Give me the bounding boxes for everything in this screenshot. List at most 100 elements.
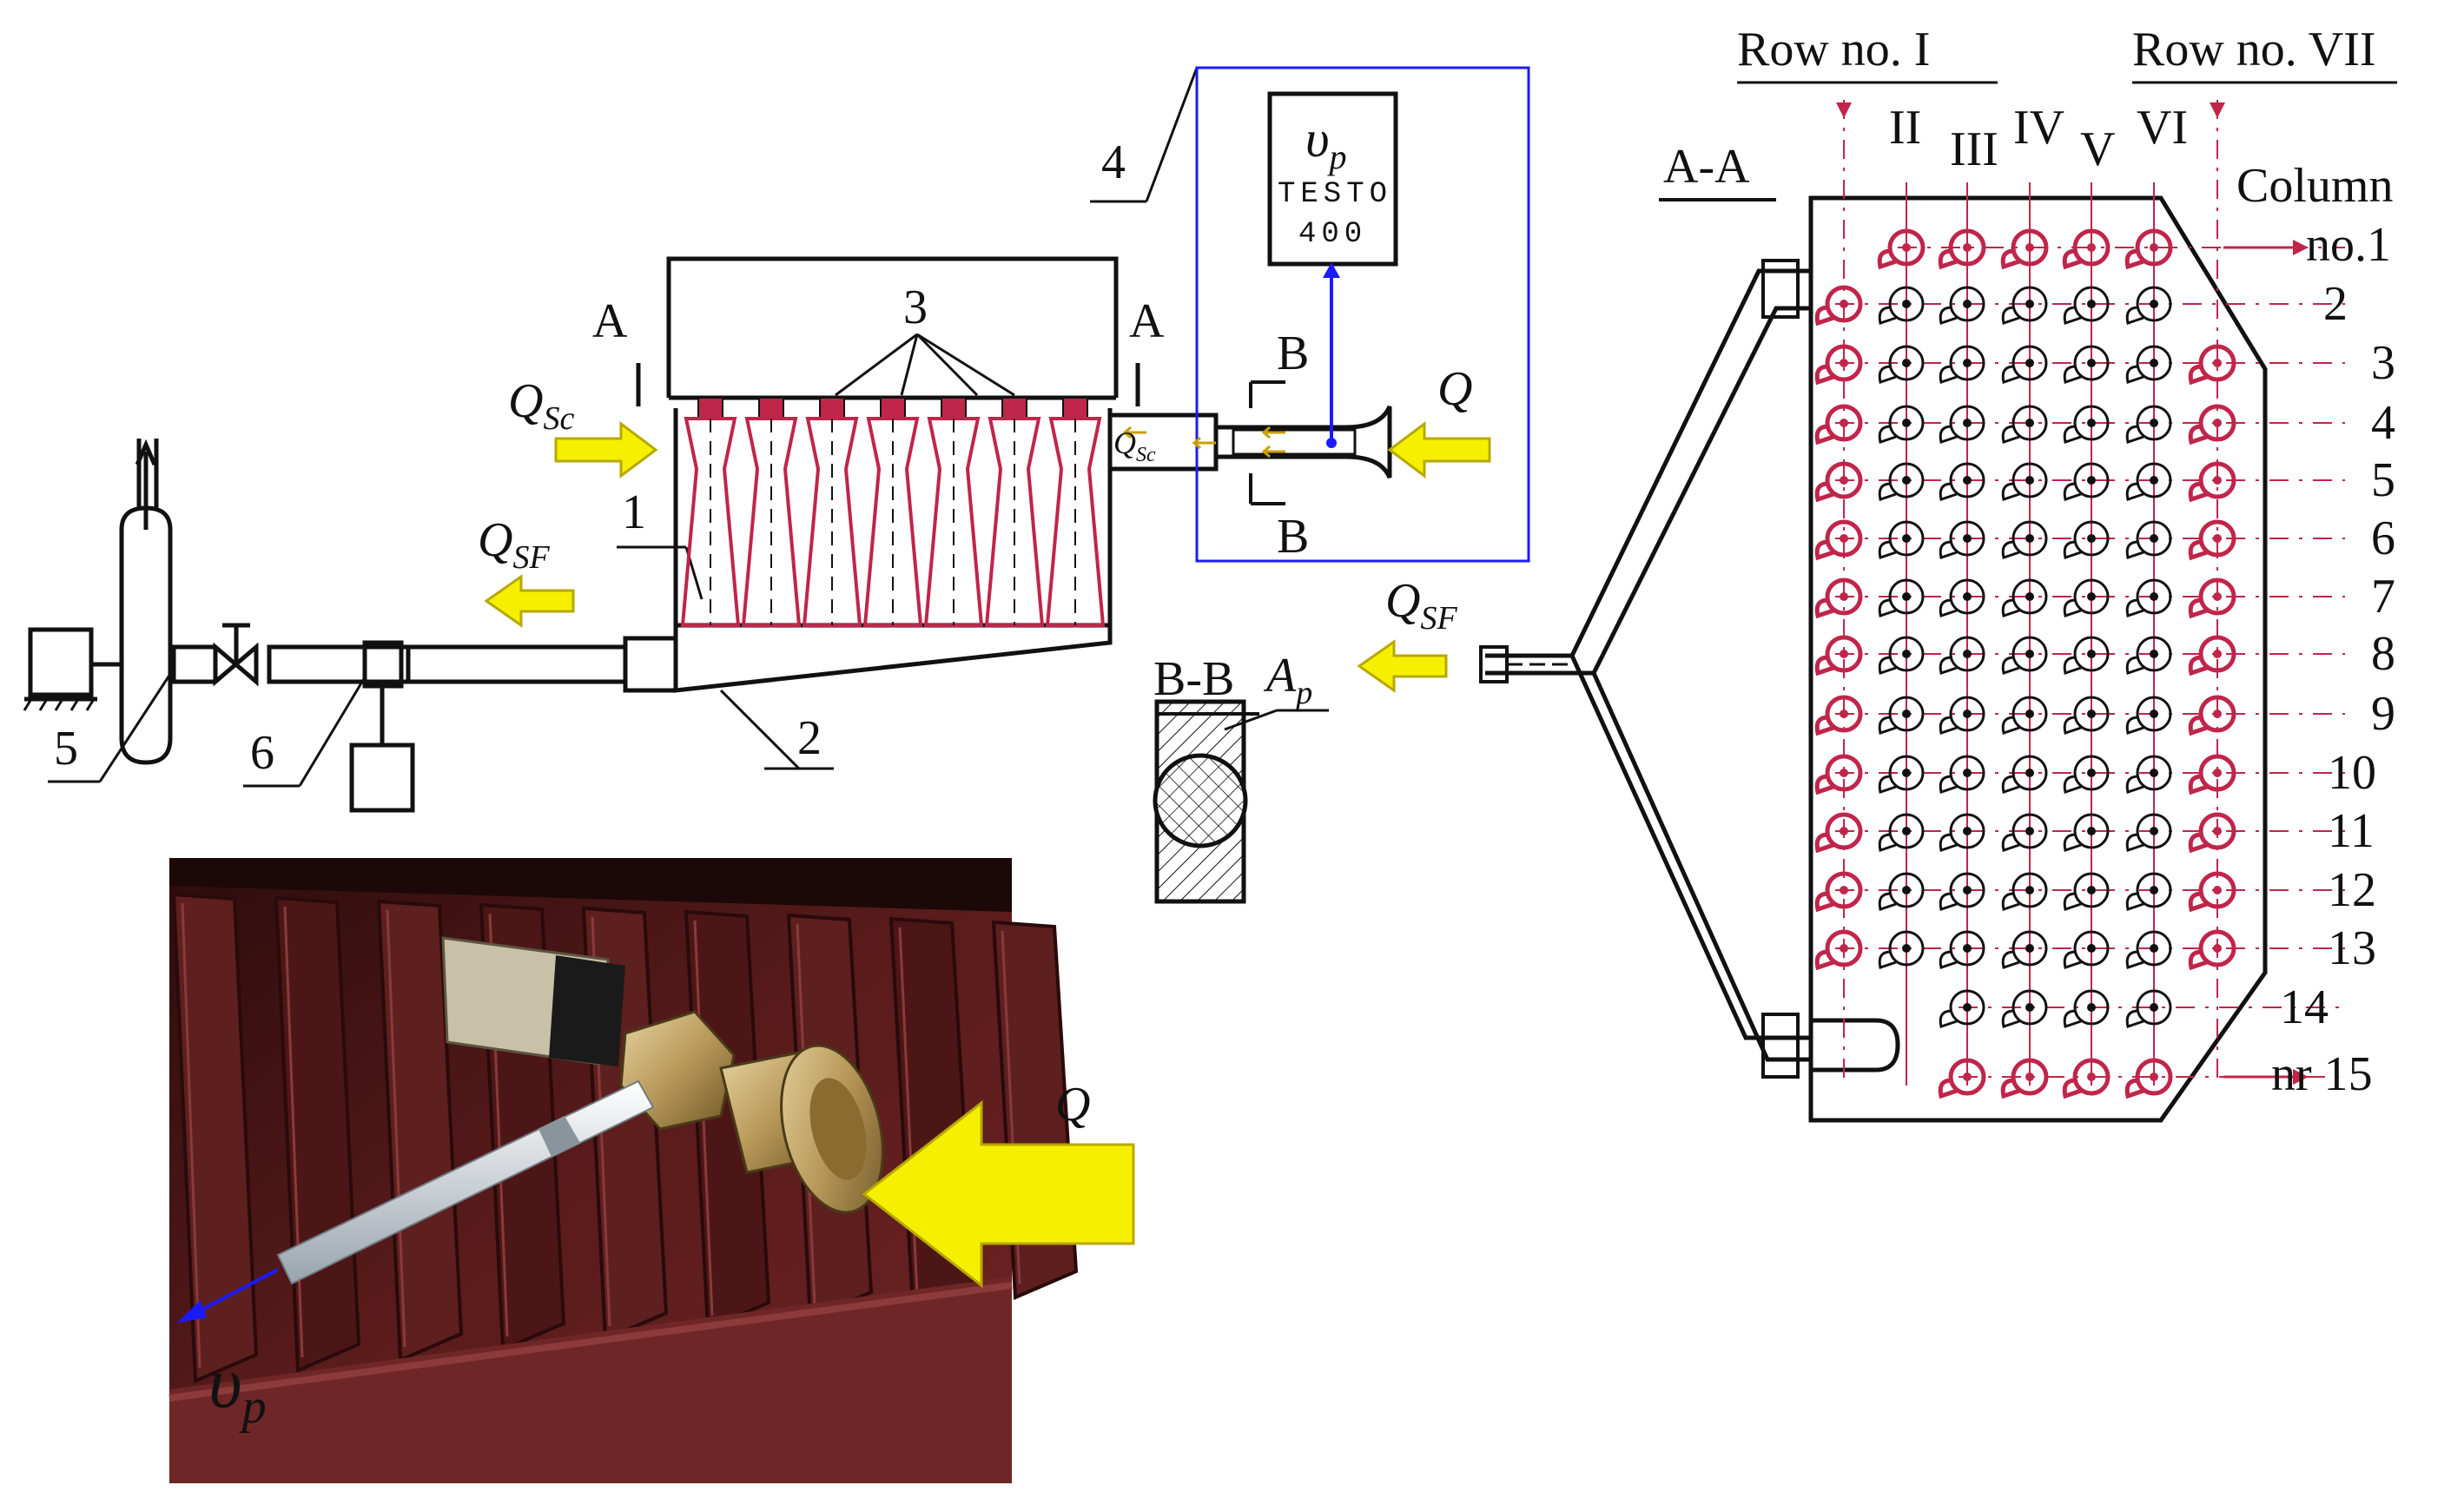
plan-device xyxy=(1938,228,1986,270)
device-tangential-inlet xyxy=(1938,1078,1958,1099)
column-first-label: no.1 xyxy=(2306,218,2391,272)
q-sc-small-subscript: Sc xyxy=(1136,444,1156,466)
photo-velocity-subscript: p xyxy=(239,1380,267,1434)
plan-device xyxy=(2124,228,2173,270)
device-center xyxy=(1902,359,1911,367)
device-ring xyxy=(2136,286,2172,322)
device-ring xyxy=(2198,871,2236,909)
plan-q-sf-symbol: Q xyxy=(1385,574,1420,628)
device-ring xyxy=(2011,813,2048,849)
device-center xyxy=(2087,944,2096,953)
device-tangential-inlet xyxy=(1878,425,1897,444)
pipe-segment-6 xyxy=(267,644,408,684)
device-ring xyxy=(1948,1058,1986,1096)
device-ring xyxy=(2011,578,2048,615)
plan-device xyxy=(2125,930,2172,969)
device-center xyxy=(2150,1003,2158,1012)
device-tangential-inlet xyxy=(1938,248,1958,270)
valve xyxy=(213,642,259,687)
device-ring xyxy=(1887,228,1926,267)
device-center xyxy=(2025,1003,2034,1012)
device-tangential-inlet xyxy=(1939,482,1958,501)
device-center xyxy=(1840,592,1848,601)
device-tangential-inlet xyxy=(2188,715,2208,736)
plan-device xyxy=(2125,989,2172,1028)
plan-device xyxy=(1939,636,1985,675)
device-center xyxy=(2150,419,2158,427)
plan-device xyxy=(1878,872,1925,911)
device-ring xyxy=(2198,754,2236,792)
device-ring xyxy=(1949,813,1985,849)
device-center xyxy=(1963,419,1972,427)
device-tangential-inlet xyxy=(2063,482,2082,501)
plan-device xyxy=(1814,285,1863,327)
swirl-device xyxy=(862,397,923,627)
device-center xyxy=(1963,534,1972,543)
row-marker-arrow xyxy=(1836,102,1852,118)
plan-device xyxy=(1814,461,1863,503)
probe-holder-clamp xyxy=(549,955,625,1066)
device-tangential-inlet xyxy=(1939,950,1958,969)
column-number-label: 2 xyxy=(2323,277,2348,331)
plan-device xyxy=(2188,929,2236,971)
device-tangential-inlet xyxy=(1814,424,1834,446)
photo-top-shadow xyxy=(169,858,1012,912)
device-tangential-inlet xyxy=(2125,365,2144,384)
device-tangential-inlet xyxy=(2001,775,2020,794)
device-center xyxy=(1902,827,1911,835)
probe-rod-joint xyxy=(538,1116,580,1157)
device-center xyxy=(1902,650,1911,658)
main-pipe xyxy=(406,636,676,693)
device-ring xyxy=(2011,405,2048,441)
device-tangential-inlet xyxy=(2063,892,2082,911)
photo-velocity-symbol: υ xyxy=(208,1343,242,1423)
section-b-top-label: B xyxy=(1277,327,1309,380)
device-ring xyxy=(1825,754,1863,792)
device-tangential-inlet xyxy=(2001,482,2020,501)
plan-device xyxy=(2125,578,2172,617)
device-ring xyxy=(1888,462,1925,498)
device-ring xyxy=(2136,696,2172,732)
plan-device xyxy=(2063,345,2110,384)
internal-flow-arrows xyxy=(1122,426,1285,459)
device-tangential-inlet xyxy=(1878,306,1897,325)
device-center xyxy=(2025,359,2034,367)
device-center xyxy=(2025,1073,2034,1081)
label-6: 6 xyxy=(250,726,274,780)
device-center xyxy=(1840,300,1848,308)
device-ring xyxy=(2135,1058,2173,1096)
device-ring xyxy=(2136,462,2172,498)
device-tangential-inlet xyxy=(2062,248,2082,270)
device-center xyxy=(2150,300,2158,308)
meter-velocity-symbol: υ xyxy=(1305,110,1330,168)
device-tangential-inlet xyxy=(1878,833,1897,852)
device-ring xyxy=(2073,872,2110,908)
device-center xyxy=(1963,592,1972,601)
plan-device xyxy=(2188,519,2236,561)
photo-q-arrow xyxy=(862,1099,1135,1289)
device-tangential-inlet xyxy=(2063,656,2082,675)
device-tangential-inlet xyxy=(1878,540,1897,559)
plan-device xyxy=(2000,1058,2049,1099)
swirl-device xyxy=(802,397,862,627)
device-center xyxy=(1963,650,1972,658)
arrow-q-sc xyxy=(554,421,658,479)
device-center xyxy=(2087,476,2096,485)
plan-device xyxy=(2063,813,2110,852)
device-center xyxy=(2025,650,2034,658)
plan-device xyxy=(2063,872,2110,911)
inlet-nozzle xyxy=(1216,405,1392,479)
plan-device xyxy=(1939,462,1985,501)
device-ring xyxy=(1888,286,1925,322)
device-cap xyxy=(941,397,967,419)
device-tangential-inlet xyxy=(1878,482,1897,501)
plan-device xyxy=(1877,228,1926,270)
meter-brand: TESTO xyxy=(1278,178,1392,211)
device-ring xyxy=(1825,812,1863,850)
plan-section-label: A-A xyxy=(1663,140,1750,194)
plan-device xyxy=(2188,695,2236,736)
device-ring xyxy=(1949,286,1985,322)
device-cone xyxy=(862,417,923,627)
gauge-box-6 xyxy=(349,743,415,813)
